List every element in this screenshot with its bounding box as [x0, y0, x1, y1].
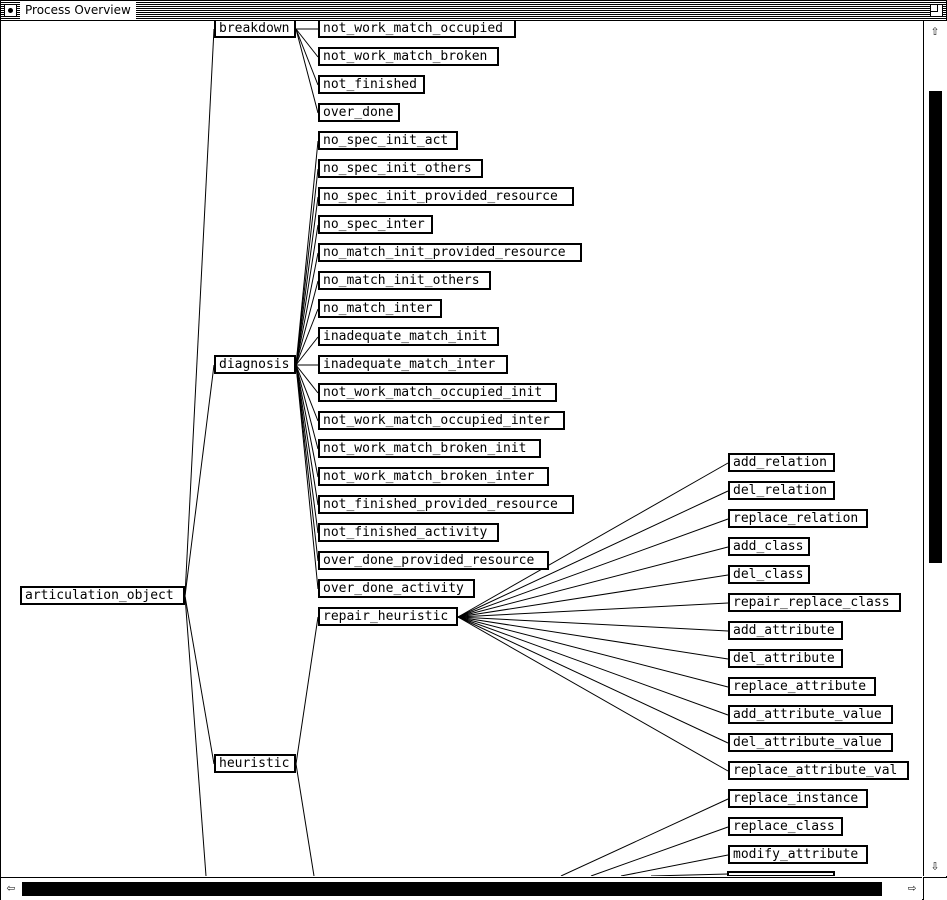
root-to-group-edge [184, 595, 215, 765]
tree-node-not-work-match-broken-init[interactable]: not_work_match_broken_init [318, 439, 541, 458]
tree-node-not-work-match-broken-inter[interactable]: not_work_match_broken_inter [318, 467, 549, 486]
tree-node-not-finished[interactable]: not_finished [318, 75, 425, 94]
tree-node-articulation-object[interactable]: articulation_object [20, 586, 185, 605]
tree-node-no-spec-inter[interactable]: no_spec_inter [318, 215, 433, 234]
tree-node-no-match-init-provided-resource[interactable]: no_match_init_provided_resource [318, 243, 582, 262]
tree-node-not-finished-activity[interactable]: not_finished_activity [318, 523, 499, 542]
tree-node-over-done-provided-resource[interactable]: over_done_provided_resource [318, 551, 549, 570]
tree-node-not-work-match-occupied-init[interactable]: not_work_match_occupied_init [318, 383, 557, 402]
scrollbar-corner [923, 877, 947, 900]
tree-node-no-spec-init-others[interactable]: no_spec_init_others [318, 159, 483, 178]
arrow-left-icon[interactable]: ⇦ [6, 880, 16, 896]
group-to-child-edge [295, 364, 319, 394]
tree-node-modify-attribute[interactable]: modify_attribute [728, 845, 868, 864]
arrow-up-icon[interactable]: ⇧ [930, 23, 940, 39]
tree-node-add-relation[interactable]: add_relation [728, 453, 835, 472]
repair-to-child-edge [457, 546, 729, 618]
arrow-down-icon[interactable]: ⇩ [930, 858, 940, 874]
tree-node-replace-class[interactable]: replace_class [728, 817, 843, 836]
repair-to-child-edge [457, 616, 729, 688]
group-to-child-edge [295, 140, 319, 366]
root-to-offscreen-edge [184, 595, 207, 876]
tree-node-diagnosis[interactable]: diagnosis [214, 355, 296, 374]
close-box-icon[interactable] [4, 4, 17, 17]
repair-to-child-edge [457, 616, 729, 772]
tree-node-over-done[interactable]: over_done [318, 103, 400, 122]
tree-node-replace-attribute[interactable]: replace_attribute [728, 677, 876, 696]
repair-to-child-edge [457, 616, 729, 632]
heuristic-to-offscreen-edge [295, 763, 315, 876]
repair-to-child-edge [457, 462, 729, 618]
group-to-child-edge [295, 196, 319, 366]
repair-to-child-edge [457, 602, 729, 618]
group-to-child-edge [295, 364, 319, 422]
tree-node-not-finished-provided-resource[interactable]: not_finished_provided_resource [318, 495, 574, 514]
root-to-group-edge [184, 28, 215, 597]
horizontal-scrollbar[interactable]: ⇦ ⇨ [1, 877, 922, 900]
tree-node-replace-instance[interactable]: replace_instance [728, 789, 868, 808]
root-to-group-edge [184, 364, 215, 597]
group-to-child-edge [295, 616, 319, 765]
offscreen-parent-edge [620, 854, 729, 876]
group-to-child-edge [295, 364, 319, 590]
repair-to-child-edge [457, 490, 729, 618]
tree-node-inadequate-match-inter[interactable]: inadequate_match_inter [318, 355, 508, 374]
group-to-child-edge [295, 28, 319, 86]
tree-edges [184, 28, 835, 876]
zoom-box-icon[interactable] [930, 4, 943, 17]
tree-node-no-match-inter[interactable]: no_match_inter [318, 299, 442, 318]
tree-node-no-spec-init-act[interactable]: no_spec_init_act [318, 131, 458, 150]
tree-node-add-class[interactable]: add_class [728, 537, 810, 556]
tree-node-no-spec-init-provided-resource[interactable]: no_spec_init_provided_resource [318, 187, 574, 206]
group-to-child-edge [295, 28, 319, 58]
tree-node-over-done-activity[interactable]: over_done_activity [318, 579, 475, 598]
tree-node-add-attribute-value[interactable]: add_attribute_value [728, 705, 893, 724]
repair-to-child-edge [457, 518, 729, 618]
group-to-child-edge [295, 168, 319, 366]
group-to-child-edge [295, 252, 319, 366]
tree-node-inadequate-match-init[interactable]: inadequate_match_init [318, 327, 499, 346]
vertical-scrollbar[interactable]: ⇧ ⇩ [923, 21, 947, 876]
repair-to-child-edge [457, 616, 729, 660]
tree-node-not-work-match-broken[interactable]: not_work_match_broken [318, 47, 499, 66]
group-to-child-edge [295, 364, 319, 450]
offscreen-parent-edge [650, 873, 729, 876]
tree-node-no-match-init-others[interactable]: no_match_init_others [318, 271, 491, 290]
group-to-child-edge [295, 280, 319, 366]
tree-node-not-work-match-occupied-inter[interactable]: not_work_match_occupied_inter [318, 411, 565, 430]
tree-node-repair-replace-class[interactable]: repair_replace_class [728, 593, 901, 612]
arrow-right-icon[interactable]: ⇨ [907, 880, 917, 896]
tree-node-not-work-match-occupied[interactable]: not_work_match_occupied [318, 21, 516, 38]
tree-node-replace-attribute-val[interactable]: replace_attribute_val [728, 761, 909, 780]
group-to-child-edge [295, 308, 319, 366]
repair-to-child-edge [457, 616, 729, 716]
tree-node-heuristic[interactable]: heuristic [214, 754, 296, 773]
tree-node-del-class[interactable]: del_class [728, 565, 810, 584]
tree-canvas[interactable]: articulation_object breakdown diagnosis heu… [1, 21, 922, 876]
horizontal-scroll-thumb[interactable] [22, 882, 882, 896]
group-to-child-edge [295, 364, 319, 506]
tree-node-replace-relation[interactable]: replace_relation [728, 509, 868, 528]
group-to-child-edge [295, 28, 319, 114]
tree-node-del-relation[interactable]: del_relation [728, 481, 835, 500]
title-bar[interactable]: Process Overview [1, 1, 946, 21]
tree-node-cut-off[interactable] [727, 871, 835, 876]
window-title: Process Overview [20, 2, 136, 19]
tree-node-del-attribute[interactable]: del_attribute [728, 649, 843, 668]
tree-node-breakdown[interactable]: breakdown [214, 21, 296, 38]
group-to-child-edge [295, 364, 319, 534]
repair-to-child-edge [457, 616, 729, 744]
offscreen-parent-edge [560, 798, 729, 876]
repair-to-child-edge [457, 574, 729, 618]
tree-node-repair-heuristic[interactable]: repair_heuristic [318, 607, 458, 626]
offscreen-parent-edge [590, 826, 729, 876]
group-to-child-edge [295, 224, 319, 366]
vertical-scroll-thumb[interactable] [929, 91, 942, 563]
tree-node-del-attribute-value[interactable]: del_attribute_value [728, 733, 893, 752]
group-to-child-edge [295, 336, 319, 366]
group-to-child-edge [295, 364, 319, 478]
tree-node-add-attribute[interactable]: add_attribute [728, 621, 843, 640]
